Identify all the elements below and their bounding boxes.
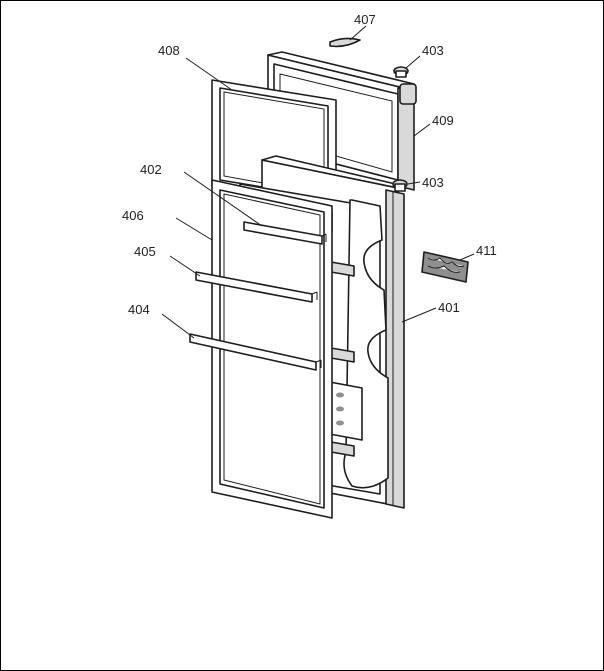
callout-409: 409 [432, 113, 454, 128]
handle-cap-407 [329, 37, 361, 48]
shelf-rail-405 [195, 271, 318, 303]
shelf-rail-402 [243, 221, 327, 245]
hinge-pin-403-mid [392, 179, 408, 192]
callout-404: 404 [128, 302, 150, 317]
callout-401: 401 [438, 300, 460, 315]
callout-403-top: 403 [422, 43, 444, 58]
callout-408: 408 [158, 43, 180, 58]
decor-plate-411 [421, 251, 469, 283]
callout-405: 405 [134, 244, 156, 259]
fresh-food-gasket-406 [211, 179, 333, 519]
callout-406: 406 [122, 208, 144, 223]
callout-411: 411 [476, 243, 497, 258]
hinge-pin-403-top [393, 66, 409, 78]
callout-403-mid: 403 [422, 175, 444, 190]
callout-407: 407 [354, 12, 376, 27]
leader-lines [161, 25, 475, 339]
callout-402: 402 [140, 162, 162, 177]
shelf-rail-404 [189, 333, 322, 371]
